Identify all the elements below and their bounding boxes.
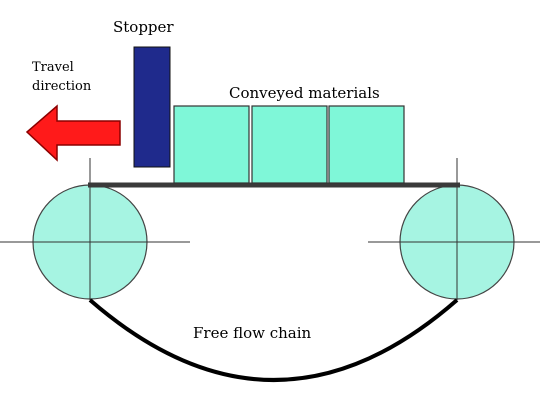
left-sprocket-crosshair	[0, 158, 190, 300]
material-box-2	[251, 105, 328, 184]
free-flow-chain	[88, 298, 459, 382]
material-box-1	[173, 105, 250, 184]
conveyed-materials-label: Conveyed materials	[229, 84, 380, 102]
material-box-3	[328, 105, 405, 184]
right-sprocket-crosshair	[368, 158, 540, 300]
travel-direction-line2: direction	[32, 79, 92, 94]
travel-direction-label: Travel direction	[32, 58, 91, 96]
left-arrow-icon	[25, 104, 121, 162]
stopper-block	[133, 46, 171, 168]
travel-direction-line1: Travel	[32, 60, 74, 75]
stopper-label: Stopper	[113, 18, 174, 36]
free-flow-chain-label: Free flow chain	[193, 324, 312, 342]
